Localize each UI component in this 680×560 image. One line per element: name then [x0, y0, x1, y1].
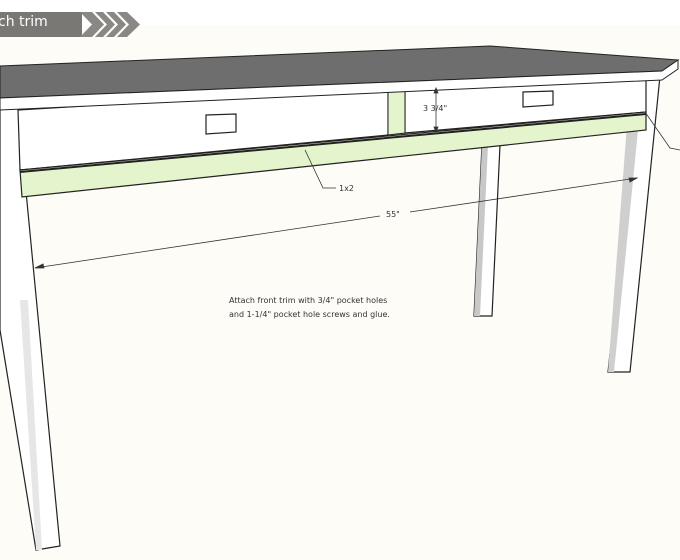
- chevrons-icon: [80, 12, 140, 37]
- drawer-pull: [522, 90, 554, 108]
- side-leader: [644, 111, 680, 151]
- trim-size-label: 1x2: [339, 184, 354, 193]
- tabletop-edge: [0, 59, 679, 111]
- drawer-divider: [387, 86, 406, 136]
- note-line: Attach front trim with 3/4" pocket holes: [229, 296, 388, 305]
- front-trim: [19, 111, 647, 198]
- banner-title: ch trim: [0, 14, 48, 30]
- height-dimension: [433, 86, 439, 134]
- instruction-note: Attach front trim with 3/4" pocket holes…: [229, 294, 390, 322]
- drawer-pull: [205, 113, 237, 135]
- banner-bar: [0, 12, 82, 37]
- drawer-height-label: 3 3/4": [423, 104, 448, 113]
- trim-leader: [304, 149, 336, 189]
- note-line: and 1-1/4" pocket hole screws and glue.: [229, 310, 390, 319]
- length-dimension: [34, 177, 639, 269]
- length-label: 55": [386, 210, 400, 219]
